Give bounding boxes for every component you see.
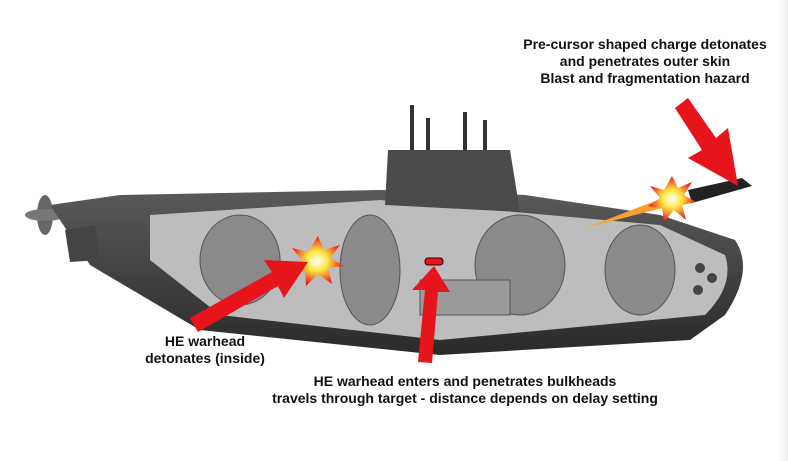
arrow-precursor (675, 98, 738, 186)
submarine-sail (385, 105, 520, 212)
hull-cutaway-interior (150, 200, 728, 340)
warhead-marker (424, 257, 444, 266)
inside-detonation-annotation: HE warhead detonates (inside) (120, 333, 290, 367)
page-edge (778, 0, 788, 461)
jet-flame (585, 196, 670, 228)
arrow-penetrate (412, 266, 450, 363)
annotation-line: HE warhead (164, 333, 246, 349)
precursor-annotation: Pre-cursor shaped charge detonates and p… (500, 36, 788, 87)
annotation-line: Pre-cursor shaped charge detonates (523, 36, 767, 52)
annotation-line: Blast and fragmentation hazard (540, 70, 750, 86)
annotation-line: and penetrates outer skin (559, 53, 731, 69)
missile-icon (688, 178, 752, 203)
arrow-inside (190, 260, 308, 332)
annotation-line: detonates (inside) (145, 350, 265, 366)
explosion-icon (290, 236, 344, 286)
annotation-line: HE warhead enters and penetrates bulkhea… (313, 373, 617, 389)
propeller-icon (25, 195, 65, 235)
penetration-annotation: HE warhead enters and penetrates bulkhea… (270, 373, 660, 407)
explosion-icon (648, 176, 696, 222)
annotation-line: travels through target - distance depend… (272, 390, 658, 406)
submarine-hull (50, 190, 743, 355)
